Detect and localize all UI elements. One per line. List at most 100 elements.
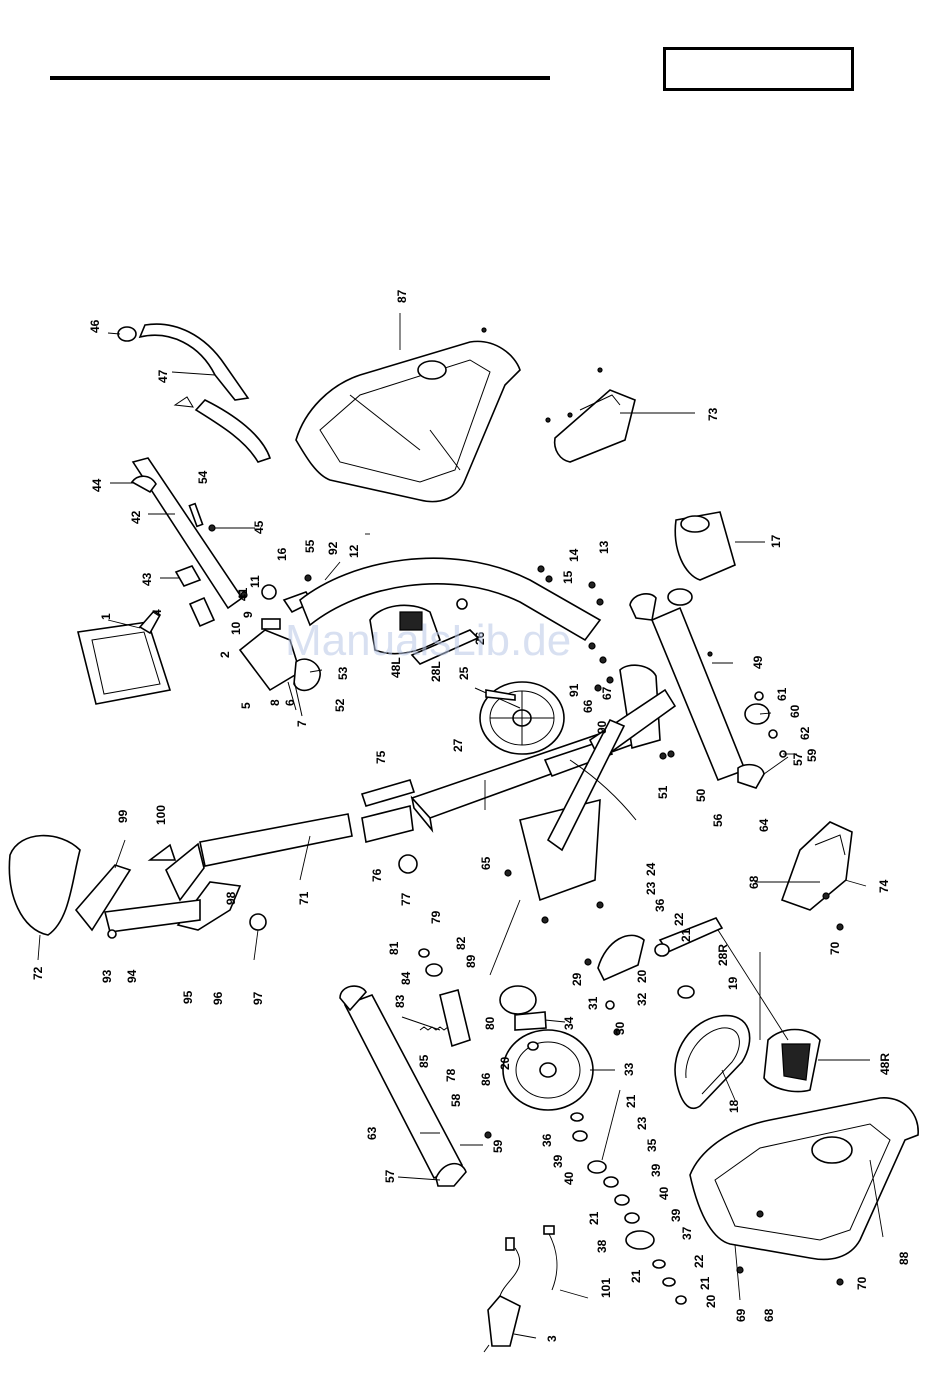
label-21-e: 21	[698, 1276, 712, 1290]
label-57-bottom: 57	[383, 1169, 397, 1183]
label-29: 29	[570, 972, 584, 986]
label-96: 96	[211, 991, 225, 1005]
label-56: 56	[711, 813, 725, 827]
label-5: 5	[239, 702, 253, 709]
label-49: 49	[751, 655, 765, 669]
label-28L: 28L	[429, 661, 443, 682]
label-27: 27	[451, 738, 465, 752]
label-78: 78	[444, 1068, 458, 1082]
label-60: 60	[788, 704, 802, 718]
label-7: 7	[295, 720, 309, 727]
label-6: 6	[283, 699, 297, 706]
label-16: 16	[275, 547, 289, 561]
label-48R: 48R	[878, 1053, 892, 1075]
seat-assembly	[8, 779, 418, 939]
page-number-box	[663, 47, 854, 91]
label-9: 9	[241, 611, 255, 618]
label-44: 44	[90, 478, 104, 492]
label-39-b: 39	[649, 1163, 663, 1177]
label-22-top: 22	[672, 912, 686, 926]
label-50: 50	[694, 788, 708, 802]
label-19: 19	[726, 976, 740, 990]
label-13: 13	[597, 540, 611, 554]
label-52: 52	[333, 698, 347, 712]
handlebar	[117, 323, 272, 463]
label-61: 61	[775, 687, 789, 701]
label-82: 82	[454, 936, 468, 950]
label-46: 46	[88, 319, 102, 333]
upright-column	[629, 511, 787, 789]
label-24: 24	[644, 862, 658, 876]
console-mast	[130, 457, 248, 628]
label-93: 93	[100, 969, 114, 983]
label-15: 15	[561, 570, 575, 584]
label-64: 64	[757, 818, 771, 832]
label-88: 88	[897, 1251, 911, 1265]
leader-lines	[37, 313, 884, 1339]
label-23-top: 23	[644, 881, 658, 895]
label-76: 76	[370, 868, 384, 882]
label-59-bottom: 59	[491, 1139, 505, 1153]
label-35: 35	[645, 1138, 659, 1152]
label-79: 79	[429, 910, 443, 924]
label-37: 37	[680, 1226, 694, 1240]
label-101: 101	[599, 1278, 613, 1298]
label-63: 63	[365, 1126, 379, 1140]
label-80: 80	[483, 1016, 497, 1030]
label-48L: 48L	[389, 657, 403, 678]
label-17: 17	[769, 534, 783, 548]
label-42: 42	[129, 510, 143, 524]
label-90: 90	[595, 720, 609, 734]
label-41: 41	[236, 587, 250, 601]
rear-cover	[553, 389, 636, 463]
label-21-c: 21	[587, 1211, 601, 1225]
label-55: 55	[303, 539, 317, 553]
label-36-top: 36	[653, 898, 667, 912]
main-frame-tube	[299, 557, 602, 642]
power-adapter	[483, 1225, 558, 1353]
label-3: 3	[545, 1335, 559, 1342]
label-31: 31	[586, 996, 600, 1010]
label-98: 98	[224, 891, 238, 905]
label-68-top: 68	[747, 875, 761, 889]
label-100: 100	[154, 805, 168, 825]
label-40-a: 40	[562, 1171, 576, 1185]
label-74: 74	[877, 879, 891, 893]
rear-stabiliser	[339, 985, 467, 1187]
label-22-bottom: 22	[692, 1254, 706, 1268]
label-72: 72	[31, 966, 45, 980]
flywheel	[499, 985, 594, 1111]
label-91: 91	[567, 683, 581, 697]
fasteners	[481, 327, 844, 1286]
label-84: 84	[399, 971, 413, 985]
console-unit	[77, 609, 172, 705]
label-53: 53	[336, 666, 350, 680]
label-20-mid: 20	[498, 1056, 512, 1070]
label-21-d: 21	[629, 1269, 643, 1283]
label-14: 14	[567, 548, 581, 562]
label-62: 62	[798, 726, 812, 740]
label-32: 32	[635, 992, 649, 1006]
label-38: 38	[595, 1239, 609, 1253]
label-34: 34	[562, 1016, 576, 1030]
label-85: 85	[417, 1054, 431, 1068]
label-18: 18	[727, 1099, 741, 1113]
label-97: 97	[251, 991, 265, 1005]
label-81: 81	[387, 941, 401, 955]
left-pedal-crank	[369, 598, 480, 665]
label-92: 92	[326, 541, 340, 555]
label-59-top: 59	[805, 748, 819, 762]
label-87: 87	[395, 289, 409, 303]
label-10: 10	[229, 621, 243, 635]
label-77: 77	[399, 892, 413, 906]
label-45: 45	[252, 520, 266, 534]
label-21-b: 21	[624, 1094, 638, 1108]
label-30: 30	[613, 1021, 627, 1035]
label-39-c: 39	[669, 1208, 683, 1222]
label-11: 11	[248, 575, 262, 588]
label-58: 58	[449, 1093, 463, 1107]
label-69: 69	[734, 1308, 748, 1322]
label-54: 54	[196, 470, 210, 484]
label-95: 95	[181, 990, 195, 1004]
